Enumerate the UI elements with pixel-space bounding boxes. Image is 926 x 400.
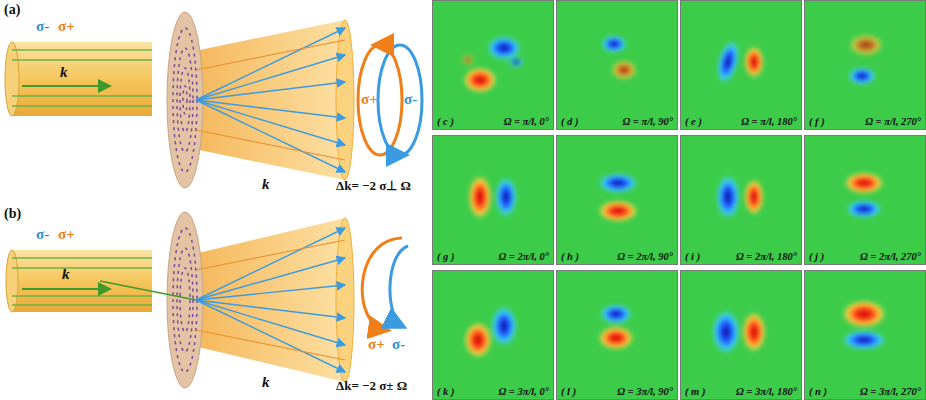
panel-parameter: Ω = 2π/l, 90° <box>617 251 673 262</box>
image-panel: ( i ) Ω = 2π/l, 180° <box>680 135 802 265</box>
panel-letter: ( g ) <box>437 251 455 262</box>
output-rays <box>196 28 345 172</box>
polarization-label: σ- <box>404 91 417 108</box>
output-cone <box>190 218 345 382</box>
panel-image <box>680 135 802 265</box>
panel-letter: ( m ) <box>685 386 705 397</box>
panel-image <box>556 135 678 265</box>
image-panel: ( n ) Ω = 3π/l, 270° <box>804 270 926 400</box>
wavevector-label: k <box>262 374 270 391</box>
panel-parameter: Ω = 2π/l, 180° <box>736 251 797 262</box>
polarization-label: σ- <box>36 226 49 243</box>
panel-letter: ( l ) <box>561 386 576 397</box>
panel-parameter: Ω = π/l, 180° <box>741 116 797 127</box>
polarization-label: σ- <box>36 18 49 35</box>
panel-image <box>432 135 554 265</box>
image-panels <box>432 0 926 400</box>
panel-letter: ( f ) <box>809 116 825 127</box>
formula: Δk= −2 σ± Ω <box>336 378 407 394</box>
panel-image <box>680 0 802 130</box>
blue-arc <box>390 246 408 326</box>
beam-end <box>5 42 19 116</box>
panel-letter: (b) <box>4 206 21 222</box>
image-panel: ( j ) Ω = 2π/l, 270° <box>804 135 926 265</box>
image-panel: ( m ) Ω = 3π/l, 180° <box>680 270 802 400</box>
blue-circle-arrow <box>396 154 404 157</box>
panel-parameter: Ω = π/l, 270° <box>865 116 921 127</box>
panel-letter: (a) <box>4 2 20 18</box>
wavevector-label: k <box>60 64 68 81</box>
panel-parameter: Ω = π/l, 0° <box>504 116 549 127</box>
orange-circle-arrow <box>376 44 384 47</box>
panel-letter: ( j ) <box>809 251 824 262</box>
polarization-label: σ- <box>392 336 405 353</box>
panel-parameter: Ω = 2π/l, 0° <box>498 251 549 262</box>
polarization-label: σ+ <box>58 18 75 35</box>
panel-letter: ( k ) <box>437 386 455 397</box>
panel-letter: ( e ) <box>685 116 702 127</box>
blue-circle <box>378 45 422 155</box>
image-panel: ( h ) Ω = 2π/l, 90° <box>556 135 678 265</box>
output-rays <box>196 228 345 372</box>
image-panel: ( k ) Ω = 3π/l, 0° <box>432 270 554 400</box>
panel-image <box>432 0 554 130</box>
panel-letter: ( h ) <box>561 251 579 262</box>
wavevector-label: k <box>262 176 270 193</box>
panel-parameter: Ω = 3π/l, 0° <box>498 386 549 397</box>
beam-illustration-b <box>6 212 408 388</box>
panel-image <box>804 135 926 265</box>
panel-parameter: Ω = 2π/l, 270° <box>860 251 921 262</box>
output-cone <box>190 20 345 180</box>
panel-letter: ( i ) <box>685 251 700 262</box>
plate-pattern <box>173 28 197 172</box>
cone-end <box>336 218 354 382</box>
orange-circle <box>358 45 402 155</box>
cone-end <box>336 20 354 180</box>
image-panel: ( d ) Ω = π/l, 90° <box>556 0 678 130</box>
panel-image <box>432 270 554 400</box>
panel-image <box>556 0 678 130</box>
formula: Δk= −2 σ⊥ Ω <box>336 178 411 194</box>
polarization-label: σ+ <box>361 91 378 108</box>
input-beam <box>12 42 152 116</box>
wavevector-label: k <box>62 266 70 283</box>
polarization-label: σ+ <box>368 336 385 353</box>
cone-rays <box>196 240 345 360</box>
panel-image <box>556 270 678 400</box>
panel-parameter: Ω = 3π/l, 180° <box>736 386 797 397</box>
cone-rays <box>196 40 345 160</box>
beam-rays <box>12 258 152 305</box>
image-panel: ( e ) Ω = π/l, 180° <box>680 0 802 130</box>
input-beam <box>12 250 152 312</box>
image-panel: ( g ) Ω = 2π/l, 0° <box>432 135 554 265</box>
beam-rays <box>12 50 152 106</box>
panel-parameter: Ω = 3π/l, 90° <box>617 386 673 397</box>
image-panel: ( l ) Ω = 3π/l, 90° <box>556 270 678 400</box>
panel-letter: ( c ) <box>437 116 454 127</box>
beam-illustration-a <box>5 12 422 188</box>
k-arrow <box>22 85 110 87</box>
panel-parameter: Ω = π/l, 90° <box>622 116 673 127</box>
panel-letter: ( d ) <box>561 116 579 127</box>
image-panel: ( c ) Ω = π/l, 0° <box>432 0 554 130</box>
input-ray <box>100 281 196 300</box>
image-panel: ( f ) Ω = π/l, 270° <box>804 0 926 130</box>
panel-parameter: Ω = 3π/l, 270° <box>860 386 921 397</box>
panel-letter: ( n ) <box>809 386 827 397</box>
panel-image <box>680 270 802 400</box>
polarization-label: σ+ <box>58 226 75 243</box>
panel-image <box>804 270 926 400</box>
k-arrow <box>22 288 110 290</box>
panel-image <box>804 0 926 130</box>
beam-end <box>6 250 18 312</box>
